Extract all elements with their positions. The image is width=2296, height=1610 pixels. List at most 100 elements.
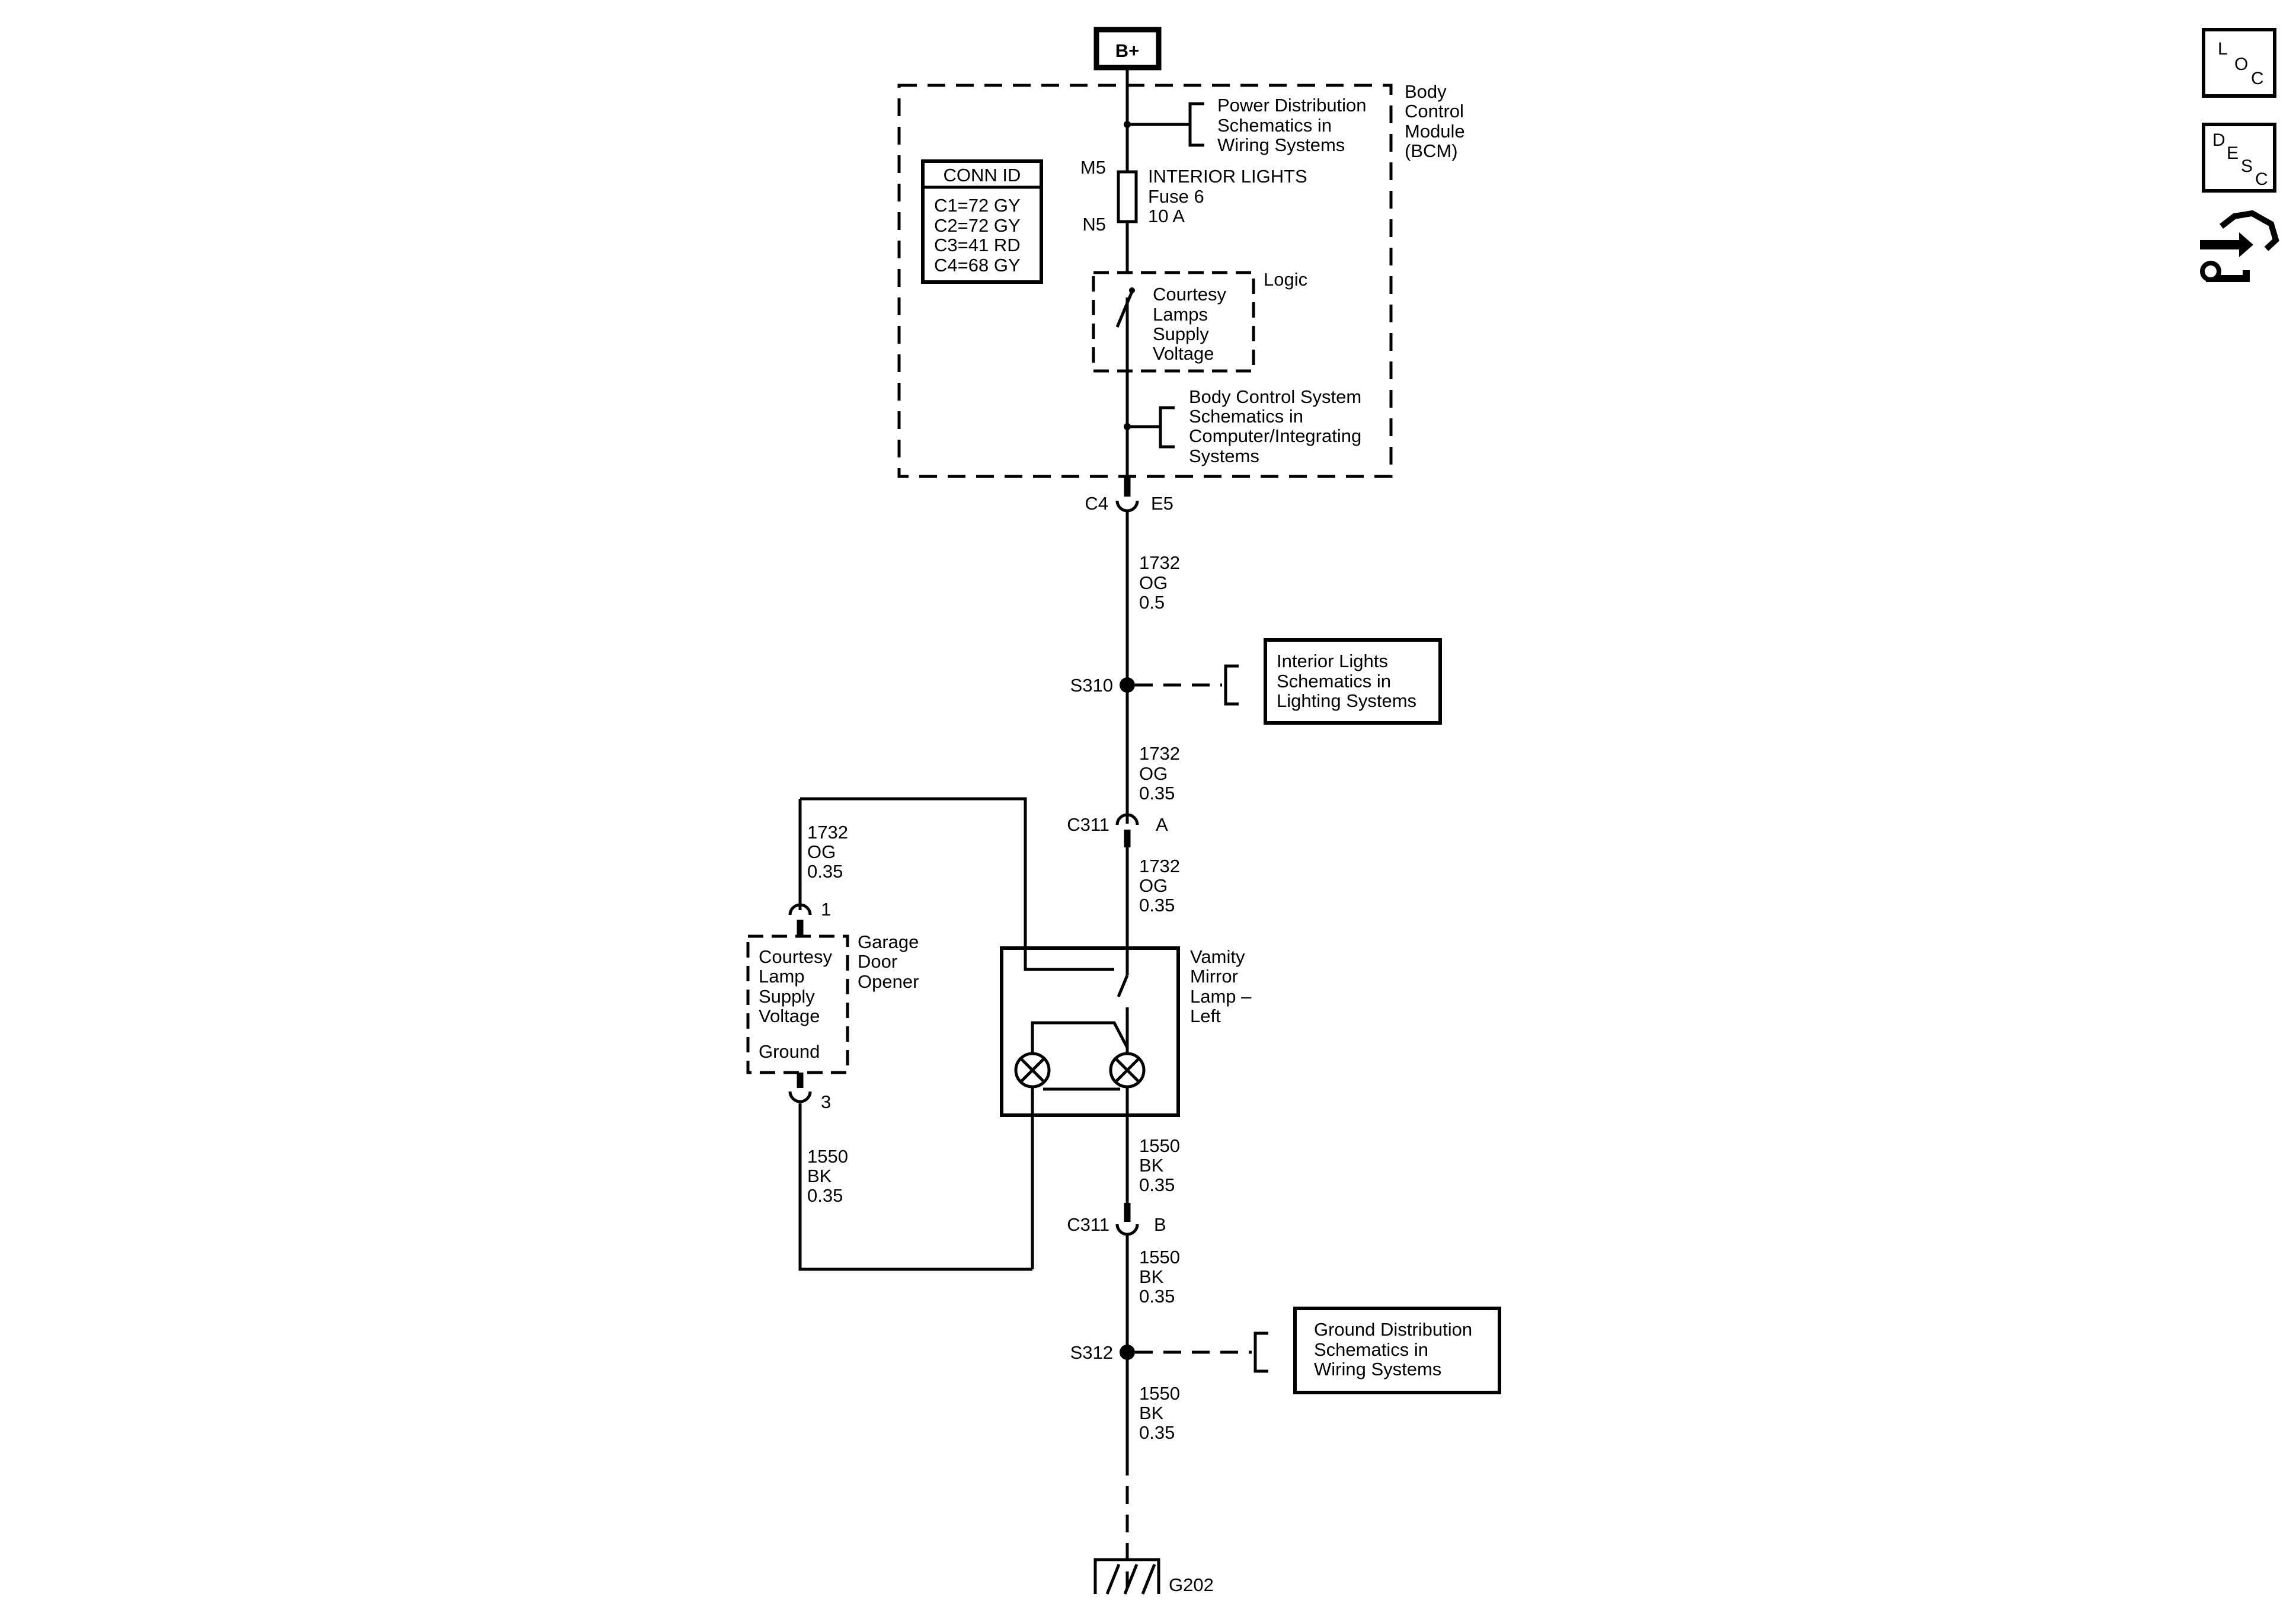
svg-text:OG: OG bbox=[1139, 763, 1168, 784]
svg-text:B: B bbox=[1154, 1214, 1166, 1235]
svg-text:INTERIOR LIGHTS: INTERIOR LIGHTS bbox=[1148, 166, 1307, 187]
svg-text:Systems: Systems bbox=[1189, 446, 1259, 466]
svg-text:Wiring Systems: Wiring Systems bbox=[1314, 1359, 1441, 1379]
courtesy-lamps-logic-switch: Logic Courtesy Lamps Supply Voltage bbox=[1092, 269, 1307, 373]
svg-text:BK: BK bbox=[1139, 1403, 1164, 1423]
conn-id-row: C4=68 GY bbox=[934, 255, 1021, 276]
wire-label: 1550 BK 0.35 bbox=[1139, 1383, 1180, 1443]
svg-text:S: S bbox=[2241, 156, 2253, 176]
svg-text:BK: BK bbox=[1139, 1266, 1164, 1287]
conn-id-row: C1=72 GY bbox=[934, 195, 1021, 216]
svg-text:1550: 1550 bbox=[1139, 1135, 1180, 1156]
svg-text:Body Control System: Body Control System bbox=[1189, 386, 1361, 407]
splice-s310: S310 Interior Lights Schematics in Light… bbox=[1070, 638, 1442, 725]
svg-text:Body: Body bbox=[1405, 81, 1447, 102]
conn-id-title: CONN ID bbox=[944, 165, 1021, 185]
svg-text:1732: 1732 bbox=[1139, 856, 1180, 876]
svg-text:Schematics in: Schematics in bbox=[1314, 1339, 1428, 1360]
conn-id-row: C2=72 GY bbox=[934, 215, 1021, 236]
wire-label: 1732 OG 0.35 bbox=[1139, 856, 1180, 916]
wire-label: 1732 OG 0.5 bbox=[1139, 552, 1180, 613]
svg-text:E: E bbox=[2227, 143, 2239, 163]
svg-text:1732: 1732 bbox=[807, 822, 848, 843]
svg-text:0.35: 0.35 bbox=[807, 1185, 843, 1206]
svg-text:Wiring Systems: Wiring Systems bbox=[1217, 135, 1345, 155]
svg-text:C311: C311 bbox=[1067, 1214, 1109, 1235]
loc-icon[interactable]: L O C bbox=[2202, 28, 2276, 98]
svg-text:Mirror: Mirror bbox=[1190, 966, 1238, 987]
bcm-name: Body Control Module (BCM) bbox=[1405, 81, 1465, 161]
vanity-mirror-lamp-left: Vamity Mirror Lamp – Left bbox=[800, 797, 1252, 1269]
svg-text:D: D bbox=[2212, 130, 2225, 150]
svg-text:0.35: 0.35 bbox=[807, 861, 843, 882]
lamp-bulb-icon bbox=[1109, 1052, 1146, 1089]
svg-text:OG: OG bbox=[1139, 875, 1168, 896]
svg-text:Lamp –: Lamp – bbox=[1190, 986, 1252, 1007]
svg-text:Lighting Systems: Lighting Systems bbox=[1277, 690, 1416, 711]
svg-text:S312: S312 bbox=[1070, 1342, 1113, 1363]
svg-text:3: 3 bbox=[821, 1092, 831, 1112]
svg-text:1550: 1550 bbox=[807, 1146, 848, 1167]
svg-text:Computer/Integrating: Computer/Integrating bbox=[1189, 425, 1361, 446]
svg-text:C311: C311 bbox=[1067, 814, 1109, 835]
svg-text:Vamity: Vamity bbox=[1190, 946, 1245, 967]
wire-label: 1550 BK 0.35 bbox=[1139, 1135, 1180, 1195]
connector-c311-b: C311 B bbox=[1067, 1203, 1166, 1236]
svg-text:0.35: 0.35 bbox=[1139, 1286, 1175, 1307]
svg-text:0.35: 0.35 bbox=[1139, 895, 1175, 916]
svg-text:Lamps: Lamps bbox=[1153, 304, 1208, 325]
ground-g202: G202 bbox=[1093, 1558, 1214, 1595]
svg-text:L: L bbox=[2218, 39, 2228, 59]
svg-text:S310: S310 bbox=[1070, 675, 1113, 696]
svg-text:Voltage: Voltage bbox=[759, 1006, 820, 1026]
fuse-pin-in: M5 bbox=[1080, 157, 1106, 178]
svg-text:Supply: Supply bbox=[759, 986, 815, 1007]
svg-text:A: A bbox=[1156, 814, 1168, 835]
wire-label: 1732 OG 0.35 bbox=[1139, 743, 1180, 804]
svg-text:Voltage: Voltage bbox=[1153, 343, 1214, 364]
svg-text:G202: G202 bbox=[1169, 1574, 1214, 1595]
svg-text:1732: 1732 bbox=[1139, 743, 1180, 764]
svg-text:OG: OG bbox=[1139, 572, 1168, 593]
lamp-bulb-icon bbox=[1014, 1052, 1051, 1089]
svg-text:Courtesy: Courtesy bbox=[1153, 284, 1227, 305]
svg-text:OG: OG bbox=[807, 841, 836, 862]
wire-label: 1732 OG 0.35 bbox=[807, 822, 848, 882]
svg-text:0.35: 0.35 bbox=[1139, 1174, 1175, 1195]
battery-plus-label: B+ bbox=[1115, 40, 1140, 61]
svg-text:E5: E5 bbox=[1151, 493, 1173, 514]
body-control-system-reference: Body Control System Schematics in Comput… bbox=[1124, 386, 1361, 466]
garage-door-opener: 1732 OG 0.35 1 Courtesy Lamp Supply Volt… bbox=[746, 799, 1032, 1271]
svg-text:BK: BK bbox=[807, 1166, 832, 1186]
svg-text:C: C bbox=[2251, 69, 2264, 88]
desc-icon[interactable]: D E S C bbox=[2202, 123, 2276, 193]
fuse-pin-out: N5 bbox=[1082, 214, 1106, 235]
svg-text:Schematics in: Schematics in bbox=[1217, 115, 1332, 136]
svg-text:Opener: Opener bbox=[858, 971, 919, 992]
svg-text:C: C bbox=[2255, 169, 2268, 189]
svg-text:1550: 1550 bbox=[1139, 1247, 1180, 1267]
svg-text:Module: Module bbox=[1405, 121, 1465, 142]
svg-text:Left: Left bbox=[1190, 1006, 1221, 1026]
connector-wrench-icon[interactable] bbox=[2200, 210, 2279, 282]
svg-text:Schematics in: Schematics in bbox=[1189, 406, 1303, 427]
svg-text:10 A: 10 A bbox=[1148, 206, 1185, 226]
svg-text:Door: Door bbox=[858, 951, 897, 972]
power-distribution-reference: Power Distribution Schematics in Wiring … bbox=[1124, 95, 1367, 155]
svg-text:Power Distribution: Power Distribution bbox=[1217, 95, 1367, 116]
battery-plus-source: B+ bbox=[1093, 27, 1162, 71]
svg-text:Control: Control bbox=[1405, 101, 1464, 121]
svg-text:1550: 1550 bbox=[1139, 1383, 1180, 1404]
conn-id-table: CONN ID C1=72 GY C2=72 GY C3=41 RD C4=68… bbox=[921, 159, 1043, 284]
svg-text:(BCM): (BCM) bbox=[1405, 140, 1458, 161]
conn-id-row: C3=41 RD bbox=[934, 235, 1021, 255]
logic-label: Logic bbox=[1264, 269, 1307, 290]
splice-s312: S312 Ground Distribution Schematics in W… bbox=[1070, 1307, 1501, 1394]
svg-text:Fuse 6: Fuse 6 bbox=[1148, 186, 1204, 207]
svg-text:Supply: Supply bbox=[1153, 324, 1209, 344]
svg-text:Ground Distribution: Ground Distribution bbox=[1314, 1319, 1472, 1340]
connector-c311-a: C311 A bbox=[1067, 813, 1168, 847]
svg-text:Lamp: Lamp bbox=[759, 966, 805, 987]
wire-label: 1550 BK 0.35 bbox=[807, 1146, 848, 1206]
